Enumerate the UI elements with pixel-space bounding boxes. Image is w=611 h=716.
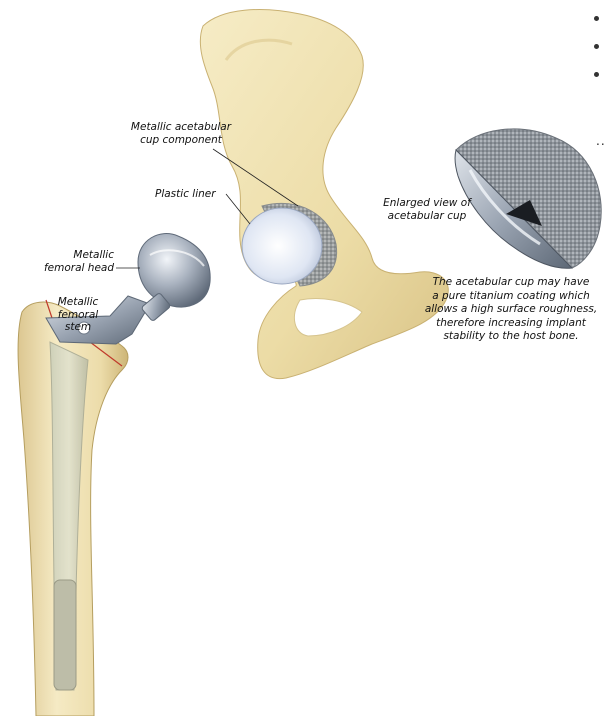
label-line: Enlarged view of xyxy=(372,197,482,210)
label-line: stem xyxy=(48,321,108,334)
bullet-dot xyxy=(594,44,599,49)
label-plastic-liner: Plastic liner xyxy=(155,188,216,201)
label-femoral-head: Metallic femoral head xyxy=(40,249,114,274)
label-acetabular-cup-component: Metallic acetabular cup component xyxy=(116,121,246,146)
note-line: a pure titanium coating which xyxy=(411,290,611,304)
femur-bone xyxy=(18,300,128,716)
label-line: acetabular cup xyxy=(372,210,482,223)
bullet-dot xyxy=(594,16,599,21)
truncated-marker: .. xyxy=(596,134,606,148)
femoral-head-implant xyxy=(138,234,210,307)
note-line: The acetabular cup may have xyxy=(411,276,611,290)
note-line: stability to the host bone. xyxy=(411,330,611,344)
label-line: Metallic xyxy=(40,249,114,262)
label-line: femoral head xyxy=(40,262,114,275)
note-line: allows a high surface roughness, xyxy=(411,303,611,317)
bullet-dot xyxy=(594,72,599,77)
label-line: Metallic xyxy=(48,296,108,309)
label-line: Metallic acetabular xyxy=(116,121,246,134)
label-femoral-stem: Metallic femoral stem xyxy=(48,296,108,334)
label-enlarged-view: Enlarged view of acetabular cup xyxy=(372,197,482,222)
note-line: therefore increasing implant xyxy=(411,317,611,331)
titanium-coating-note: The acetabular cup may have a pure titan… xyxy=(411,276,611,344)
label-line: cup component xyxy=(116,134,246,147)
label-line: femoral xyxy=(48,309,108,322)
